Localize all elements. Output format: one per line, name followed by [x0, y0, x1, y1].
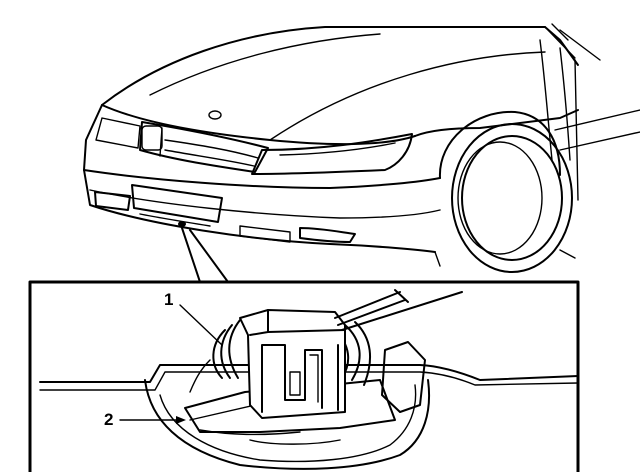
- ground-line: [434, 249, 576, 267]
- bumper-recess-outer: [39, 364, 579, 383]
- left-body-edge: [83, 104, 103, 171]
- recess-bowl: [144, 379, 431, 470]
- detail-view: [28, 280, 580, 472]
- lower-intake-bar: [139, 213, 211, 227]
- connector-top-face: [249, 309, 346, 336]
- callout-leader-1: [179, 304, 223, 346]
- tow-eye-location-mark: [178, 221, 186, 227]
- door-lines: [559, 29, 601, 201]
- hood-badge: [208, 110, 222, 120]
- wheel-arch: [438, 110, 561, 179]
- license-plate: [131, 184, 223, 223]
- grille-emblem: [141, 125, 163, 151]
- left-fog-light: [94, 191, 131, 211]
- hood-outline: [101, 26, 546, 106]
- headlight-inner: [279, 142, 396, 156]
- bumper-body: [83, 169, 436, 253]
- callout-1: 1: [164, 290, 223, 346]
- callout-arrowhead-2: [176, 416, 186, 424]
- tyre-inner: [461, 135, 563, 261]
- callout-label-1: 1: [164, 290, 173, 309]
- connector-pin-slots: [289, 354, 319, 403]
- a-pillar-lines: [539, 39, 571, 161]
- harness-left: [189, 359, 211, 393]
- fender-line: [414, 109, 579, 137]
- windshield-edge: [547, 23, 576, 59]
- callout-label-2: 2: [104, 410, 113, 429]
- side-body-line: [554, 109, 640, 151]
- grille-outline: [139, 121, 269, 173]
- tyre-outer: [451, 123, 573, 273]
- wheel-rim: [457, 141, 543, 255]
- bumper-top: [83, 169, 441, 189]
- headlight: [251, 133, 413, 175]
- hood-center-line: [149, 33, 381, 96]
- car-front-illustration: [83, 23, 640, 273]
- connector-assembly: [212, 309, 371, 419]
- bumper-crease: [89, 189, 441, 219]
- left-light: [95, 117, 141, 149]
- clip-block: [381, 341, 426, 413]
- connector-ribs: [212, 319, 241, 379]
- right-fog-light: [299, 227, 356, 243]
- connector-housing: [239, 309, 346, 419]
- cable: [334, 289, 463, 331]
- callout-2: 2: [104, 410, 186, 429]
- hood-right-crease: [269, 51, 546, 141]
- callout-pointer: [181, 227, 229, 283]
- connector-pins: [261, 344, 339, 413]
- center-air-intake: [239, 225, 291, 243]
- recess-bowl-inner: [159, 384, 417, 463]
- hood-front-edge: [101, 104, 416, 146]
- grille-slats: [164, 139, 259, 167]
